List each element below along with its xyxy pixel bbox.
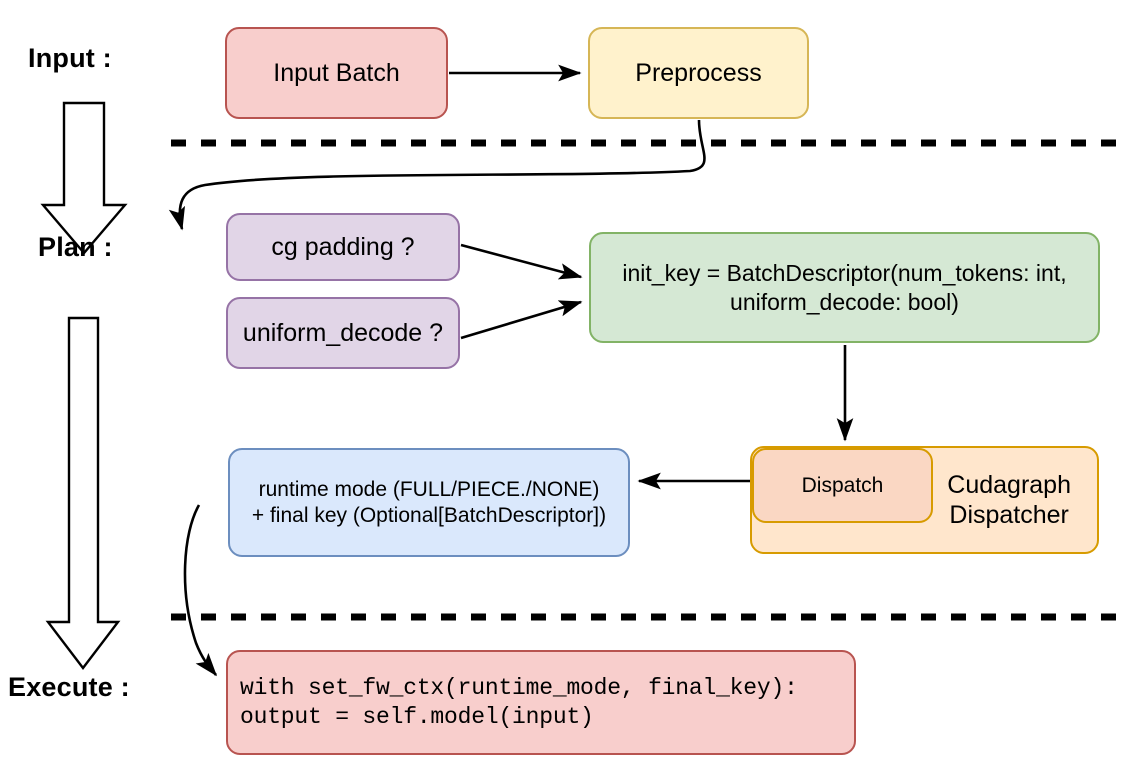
edge-runtime-mode-to-exec-code bbox=[183, 504, 217, 677]
stage-label-execute: Execute : bbox=[8, 672, 130, 702]
flow-arrow-plan-to-execute bbox=[45, 316, 121, 670]
node-input-batch[interactable]: Input Batch bbox=[225, 27, 448, 119]
node-uniform-decode[interactable]: uniform_decode ? bbox=[226, 297, 460, 369]
node-dispatch[interactable]: Dispatch bbox=[752, 448, 933, 523]
stage-label-plan: Plan : bbox=[38, 232, 113, 262]
edge-cg-padding-to-init-key bbox=[460, 243, 583, 280]
node-cg-padding[interactable]: cg padding ? bbox=[226, 213, 460, 281]
node-runtime-mode[interactable]: runtime mode (FULL/PIECE./NONE) + final … bbox=[228, 448, 630, 557]
node-preprocess[interactable]: Preprocess bbox=[588, 27, 809, 119]
node-init-key-batchdescriptor[interactable]: init_key = BatchDescriptor(num_tokens: i… bbox=[589, 232, 1100, 343]
edge-uniform-decode-to-init-key bbox=[460, 300, 583, 340]
node-execute-code[interactable]: with set_fw_ctx(runtime_mode, final_key)… bbox=[226, 650, 856, 755]
stage-label-input: Input : bbox=[28, 43, 112, 73]
flow-arrow-input-to-plan bbox=[40, 101, 128, 255]
